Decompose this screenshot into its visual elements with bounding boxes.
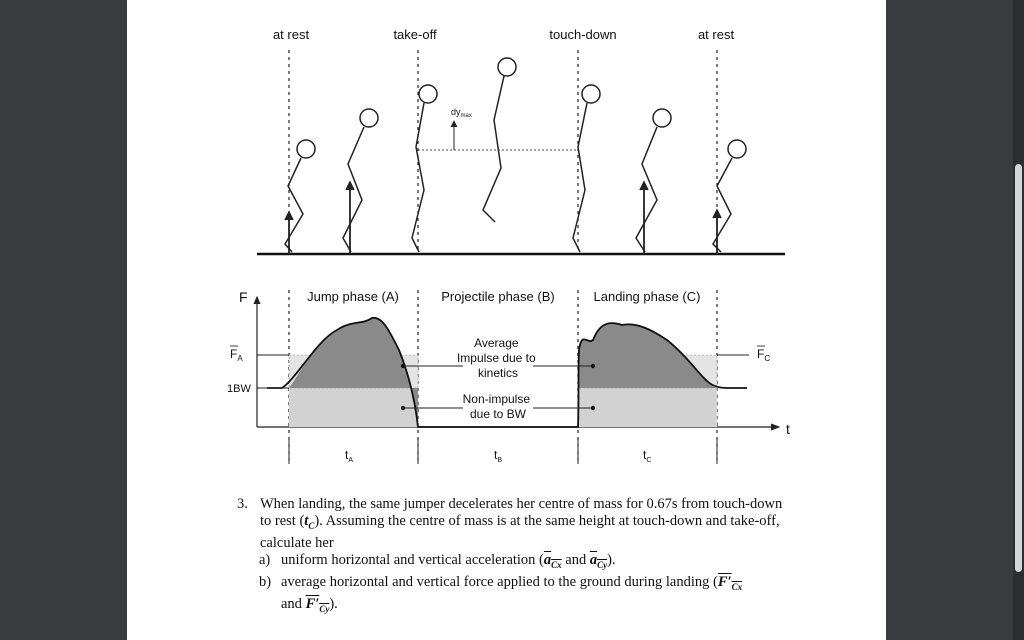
- fa-label: F: [230, 347, 237, 361]
- fc-label: F: [757, 347, 764, 361]
- impulse-label-line-3: kinetics: [478, 366, 518, 380]
- svg-text:FA: FA: [230, 347, 243, 363]
- axis-f-label: F: [239, 289, 248, 305]
- part-a-mid: and: [561, 551, 590, 568]
- impulse-label-line-2: Impulse due to: [457, 351, 536, 365]
- jump-phases-figure: at rest take-off touch-down at rest: [227, 27, 790, 464]
- fc-subscript: C: [764, 354, 770, 363]
- fa-subscript: A: [237, 354, 243, 363]
- question-part-a: a) uniform horizontal and vertical accel…: [259, 551, 797, 574]
- landing-bw-rect: [578, 388, 717, 427]
- stick-figure-4: [482, 57, 517, 223]
- stick-figure-3: [411, 84, 438, 253]
- tc-symbol: t: [304, 513, 309, 529]
- phase-label-landing: Landing phase (C): [594, 289, 701, 304]
- force-curve: [267, 317, 747, 428]
- part-a-text: uniform horizontal and vertical accelera…: [281, 551, 544, 568]
- phase-label-projectile: Projectile phase (B): [441, 289, 554, 304]
- a-cx-subscript: Cx: [551, 559, 562, 570]
- scrollbar-thumb[interactable]: [1015, 164, 1022, 572]
- nonimpulse-label-line-2: due to BW: [470, 407, 527, 421]
- time-label-a-sub: A: [348, 457, 353, 464]
- nonimpulse-label-line-1: Non-impulse: [463, 392, 531, 406]
- landing-force-area: [578, 323, 717, 388]
- label-connectors: [403, 365, 593, 409]
- question-number: 3.: [237, 496, 248, 512]
- svg-text:FC: FC: [757, 347, 770, 363]
- dy-max-label: dy: [451, 107, 461, 117]
- part-a-end: ).: [607, 551, 616, 568]
- a-cx-symbol: a: [543, 551, 552, 568]
- dy-max-subscript: max: [461, 113, 472, 119]
- time-label-b: t: [494, 448, 498, 462]
- time-label-c-sub: C: [646, 457, 651, 464]
- part-b-text: average horizontal and vertical force ap…: [281, 573, 718, 590]
- svg-text:tB: tB: [494, 448, 502, 464]
- svg-text:Average Impulse due to: Average Impulse due to kinetics: [457, 336, 539, 380]
- document-page: at rest take-off touch-down at rest: [127, 0, 886, 640]
- part-b-mid: and: [281, 595, 306, 612]
- svg-text:tC: tC: [643, 448, 651, 464]
- part-b-label: b): [259, 573, 272, 590]
- time-span-ticks: [288, 438, 718, 464]
- time-label-b-sub: B: [497, 457, 502, 464]
- stick-figure-1: [284, 139, 316, 254]
- question-text: When landing, the same jumper decelerate…: [260, 496, 797, 552]
- f-cx-symbol: F′: [717, 573, 732, 590]
- stick-figure-2: [342, 108, 379, 254]
- time-label-c: t: [643, 448, 647, 462]
- question-part-b: b) average horizontal and vertical force…: [259, 573, 797, 618]
- stick-figure-7: [712, 139, 747, 254]
- question-intro-end: ). Assuming the centre of mass is at the…: [260, 513, 780, 551]
- a-cy-subscript: Cy: [597, 559, 608, 570]
- f-cx-subscript: Cx: [731, 581, 743, 592]
- impulse-label-line-1: Average: [474, 336, 519, 350]
- jump-bw-rect: [289, 388, 418, 427]
- time-label-a: t: [345, 448, 349, 462]
- stick-figure-5: [572, 84, 601, 253]
- stick-figure-6: [635, 108, 672, 254]
- svg-text:tA: tA: [345, 448, 353, 464]
- part-a-label: a): [259, 551, 271, 568]
- jump-force-area: [289, 317, 418, 427]
- label-touch-down: touch-down: [549, 27, 616, 42]
- svg-text:Non-impulse due to BW: Non-impulse due to BW: [463, 392, 534, 421]
- a-cy-symbol: a: [589, 551, 598, 568]
- stick-figures: [284, 57, 747, 254]
- question-intro: When landing, the same jumper decelerate…: [260, 496, 783, 529]
- svg-text:dymax: dymax: [451, 107, 472, 119]
- label-take-off: take-off: [393, 27, 437, 42]
- label-at-rest-1: at rest: [273, 27, 310, 42]
- question-3: 3. When landing, the same jumper deceler…: [237, 496, 797, 618]
- bw-label: 1BW: [227, 383, 251, 395]
- label-at-rest-2: at rest: [698, 27, 735, 42]
- f-cy-symbol: F′: [305, 595, 320, 612]
- axis-t-label: t: [786, 421, 790, 437]
- phase-label-jump: Jump phase (A): [307, 289, 399, 304]
- tc-subscript: C: [308, 520, 315, 531]
- part-b-end: ).: [329, 595, 338, 612]
- f-cy-subscript: Cy: [319, 603, 330, 614]
